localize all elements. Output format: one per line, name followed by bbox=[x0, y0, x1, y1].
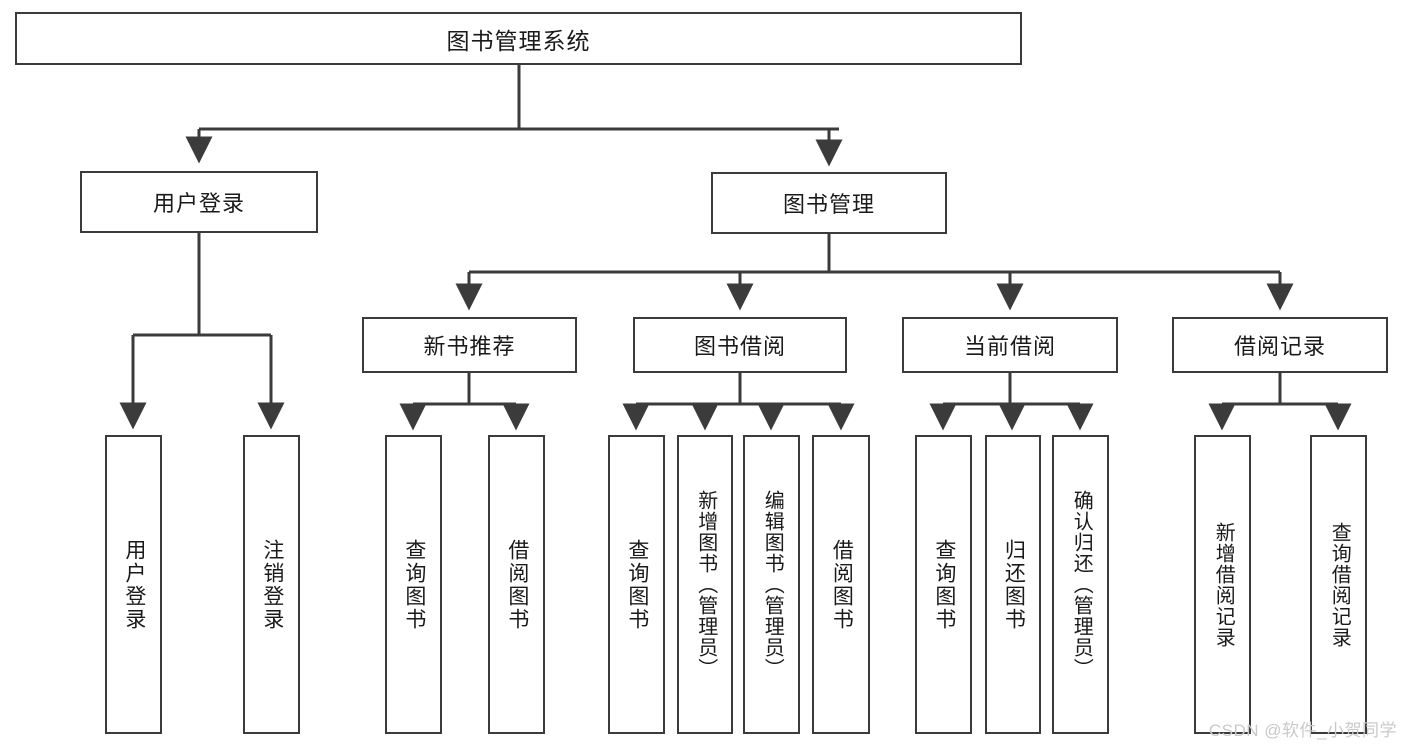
node-new-book-recommend-label: 新书推荐 bbox=[423, 334, 516, 359]
leaf-borrow-record-query[interactable]: 查询借阅记录 bbox=[1310, 435, 1367, 734]
node-root[interactable]: 图书管理系统 bbox=[15, 12, 1022, 65]
leaf-label: 归还图书 bbox=[1002, 538, 1026, 631]
node-book-management-label: 图书管理 bbox=[782, 192, 875, 217]
leaf-current-borrow-confirm-return[interactable]: 确认归还（管理员） bbox=[1052, 435, 1109, 734]
leaf-label: 注销登录 bbox=[260, 538, 284, 631]
leaf-borrow-record-add[interactable]: 新增借阅记录 bbox=[1194, 435, 1251, 734]
leaf-label: 查询借阅记录 bbox=[1328, 521, 1351, 648]
leaf-user-login-logout[interactable]: 注销登录 bbox=[243, 435, 300, 734]
node-user-login-label: 用户登录 bbox=[152, 191, 245, 216]
leaf-current-borrow-query[interactable]: 查询图书 bbox=[915, 435, 972, 734]
node-book-borrow[interactable]: 图书借阅 bbox=[633, 317, 847, 373]
leaf-new-book-borrow[interactable]: 借阅图书 bbox=[488, 435, 545, 734]
node-borrow-record-label: 借阅记录 bbox=[1233, 334, 1326, 359]
node-current-borrow-label: 当前借阅 bbox=[963, 334, 1056, 359]
leaf-label: 查询图书 bbox=[625, 538, 649, 631]
leaf-label: 用户登录 bbox=[122, 538, 146, 631]
leaf-label: 新增图书（管理员） bbox=[694, 490, 717, 679]
watermark: CSDN @软件_小贺同学 bbox=[1208, 721, 1397, 740]
leaf-label: 编辑图书（管理员） bbox=[761, 490, 784, 679]
leaf-book-borrow-add[interactable]: 新增图书（管理员） bbox=[677, 435, 733, 734]
leaf-label: 查询图书 bbox=[402, 538, 426, 631]
leaf-current-borrow-return[interactable]: 归还图书 bbox=[985, 435, 1041, 734]
node-root-label: 图书管理系统 bbox=[446, 27, 591, 54]
leaf-book-borrow-edit[interactable]: 编辑图书（管理员） bbox=[743, 435, 800, 734]
leaf-label: 查询图书 bbox=[932, 538, 956, 631]
node-user-login[interactable]: 用户登录 bbox=[80, 171, 318, 233]
node-borrow-record[interactable]: 借阅记录 bbox=[1172, 317, 1388, 373]
node-book-management[interactable]: 图书管理 bbox=[711, 172, 947, 234]
leaf-book-borrow-query[interactable]: 查询图书 bbox=[608, 435, 665, 734]
leaf-label: 确认归还（管理员） bbox=[1070, 490, 1093, 679]
leaf-new-book-query[interactable]: 查询图书 bbox=[385, 435, 442, 734]
node-new-book-recommend[interactable]: 新书推荐 bbox=[362, 317, 577, 373]
node-current-borrow[interactable]: 当前借阅 bbox=[902, 317, 1118, 373]
leaf-user-login-login[interactable]: 用户登录 bbox=[105, 435, 162, 734]
leaf-label: 借阅图书 bbox=[505, 538, 529, 631]
leaf-label: 新增借阅记录 bbox=[1212, 521, 1235, 648]
node-book-borrow-label: 图书借阅 bbox=[693, 334, 786, 359]
leaf-book-borrow-borrow[interactable]: 借阅图书 bbox=[812, 435, 870, 734]
leaf-label: 借阅图书 bbox=[830, 538, 854, 631]
